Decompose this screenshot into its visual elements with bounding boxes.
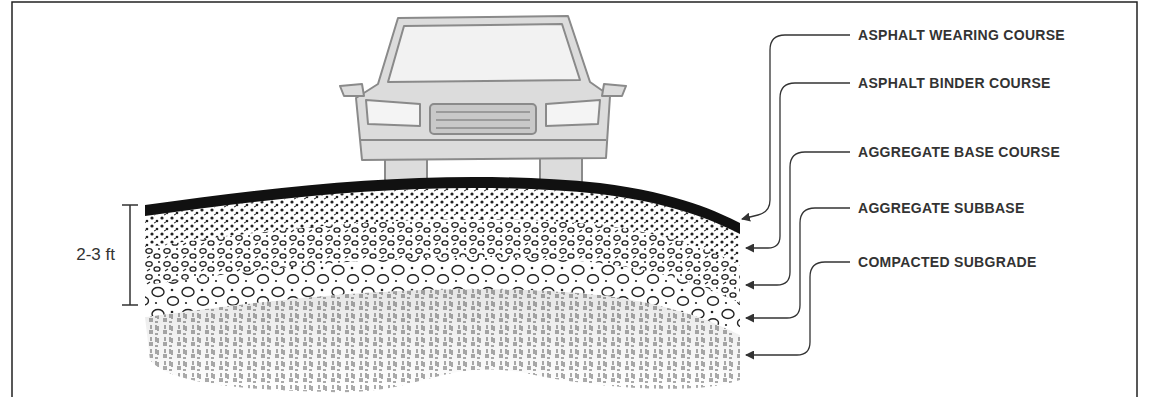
layer-label: AGGREGATE SUBBASE (858, 199, 1025, 217)
layer-label: COMPACTED SUBGRADE (858, 253, 1037, 271)
layer-label: AGGREGATE BASE COURSE (858, 143, 1060, 161)
layer-label: ASPHALT WEARING COURSE (858, 26, 1065, 44)
layer-label: ASPHALT BINDER COURSE (858, 74, 1051, 92)
dimension-label: 2-3 ft (76, 245, 115, 265)
